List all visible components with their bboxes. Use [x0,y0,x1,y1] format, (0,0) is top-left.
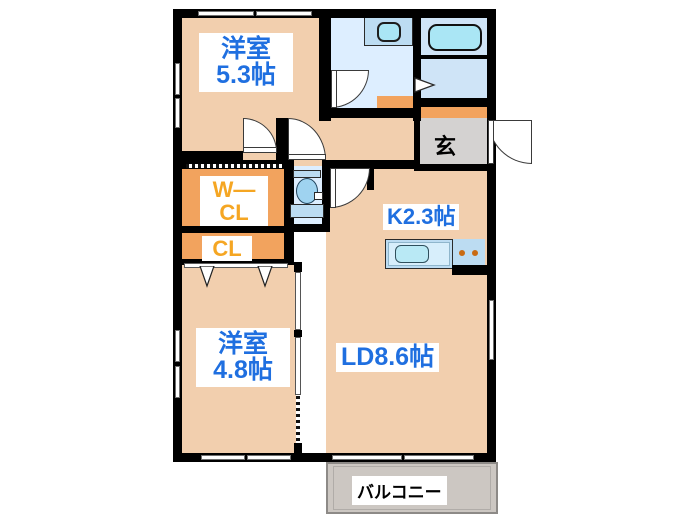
bedroom-4-8-label-line2: 4.8帖 [213,356,273,385]
bedroom48-ld-sliding-door-upper[interactable] [295,272,301,330]
wall-closet-bottom [173,259,294,265]
kitchen-label: K2.3帖 [383,204,460,230]
washroom-threshold [377,96,413,108]
window-bedroom53-left-upper [175,63,180,95]
walk-in-closet-door[interactable] [186,164,282,168]
wall-exterior-left [173,9,182,462]
wall-toilet-bottom [284,224,330,232]
window-bedroom53-left-lower [175,98,180,128]
washbasin-icon [377,22,401,42]
wall-entrance-bottom [414,164,488,171]
wall-closet-right [284,160,294,265]
wall-entrance-left [414,118,420,170]
entrance-door-arc [488,120,532,164]
wall-bedroom48-ld-top [294,262,302,272]
bedroom-5-3-label-line2: 5.3帖 [216,61,276,90]
walk-in-closet-label: W— CL [200,176,268,227]
wall-kitchen-stub [367,160,374,190]
walk-in-closet-label-line1: W— [212,177,256,202]
bedroom-4-8-label-line1: 洋室 [217,330,268,358]
entrance-door-leaf [488,120,494,164]
window-ld-right [489,300,494,360]
balcony-label: バルコニー [352,476,447,505]
window-ld-bottom-left [332,455,402,460]
wall-bath-split [421,55,487,59]
stove-burner-left-icon [459,250,465,256]
wall-exterior-right [487,9,496,462]
entrance-label: 玄 [434,134,457,159]
entrance-floor [418,118,488,166]
wall-wic-closet-divider [173,226,288,233]
wall-kitchen-counter-end [452,265,488,275]
bath-threshold [419,106,488,118]
balcony-label-text: バルコニー [357,483,442,502]
wall-corridor-top-stub [276,118,288,160]
living-dining-label: LD8.6帖 [336,343,440,372]
wall-bedroom48-ld-mid [294,330,302,337]
window-bedroom48-left-lower [175,366,180,398]
bedroom-4-8-label: 洋室 4.8帖 [196,328,290,387]
bathtub-icon [428,24,482,51]
balcony-inner-outline [333,466,491,510]
toilet-tank [293,170,321,178]
wall-bedroom53-bottom [173,151,243,160]
closet-label: CL [202,236,252,262]
bedroom48-ld-sliding-door-lower[interactable] [295,337,301,395]
wall-bedroom48-ld-bottom [294,443,302,456]
living-door-leaf [330,168,336,208]
bedroom-5-3-label: 洋室 5.3帖 [199,33,293,92]
toilet-paper-holder-icon [314,192,323,200]
window-ld-bottom-right [404,455,474,460]
stove-burner-right-icon [472,250,478,256]
wall-washroom-bath [413,9,421,121]
bedroom53-door-leaf [243,147,277,153]
bedroom48-ld-sliding-track [296,396,300,443]
toilet-icon [296,178,318,204]
toilet-base [290,204,324,218]
corridor-door-leaf [288,154,326,160]
bedroom-5-3-label-line1: 洋室 [220,35,271,63]
wall-bath-bottom [413,98,488,107]
window-bedroom53-top-right [256,11,312,16]
bath-sliding-door-icon [414,77,436,93]
kitchen-sink-icon [395,245,429,263]
closet-fold-door-panel[interactable] [184,263,288,268]
gas-stove-icon [452,239,485,269]
window-bedroom53-top-left [198,11,254,16]
walk-in-closet-label-line2: CL [219,200,249,226]
washroom-door-leaf [331,70,337,108]
wall-bedroom-washroom [319,9,331,121]
window-bedroom48-left-upper [175,330,180,362]
wall-toilet-right [322,160,330,230]
closet-fold-marks [199,266,273,288]
wall-washroom-bottom [319,108,421,118]
window-bedroom48-bottom-right [247,455,291,460]
window-bedroom48-bottom-left [201,455,245,460]
